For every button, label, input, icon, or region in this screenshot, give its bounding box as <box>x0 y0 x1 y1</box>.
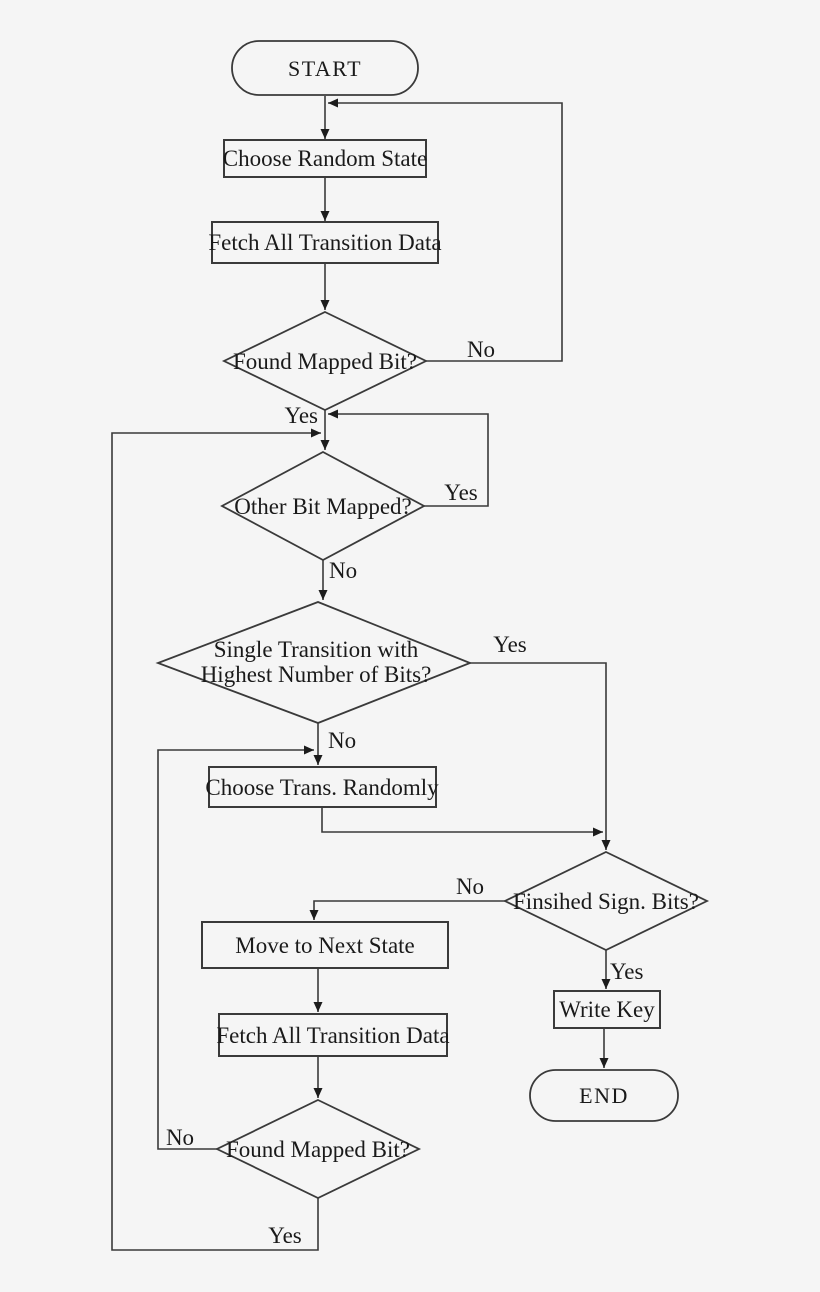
edge-found-mapped-bit-1-no-loop <box>328 98 563 362</box>
node-write-key <box>553 990 661 1029</box>
node-other-bit-mapped-decision <box>220 450 426 562</box>
node-fetch-all-transition-data-1-label: Fetch All Transition Data <box>208 230 441 255</box>
edge-single-transition-yes <box>470 662 611 850</box>
node-other-bit-mapped-label: Other Bit Mapped? <box>234 494 412 519</box>
edge-label-found-mapped-bit-2-yes: Yes <box>268 1223 302 1248</box>
node-finsihed-sign-bits-label: Finsihed Sign. Bits? <box>513 889 699 914</box>
edge-other-bit-mapped-yes-loop <box>328 409 489 507</box>
node-write-key-label: Write Key <box>559 997 655 1022</box>
node-start-terminator <box>231 40 419 96</box>
edge-label-layer: No Yes Yes No Yes No No Yes No Yes <box>166 337 644 1248</box>
node-end-terminator <box>529 1069 679 1122</box>
node-found-mapped-bit-2-label: Found Mapped Bit? <box>226 1137 410 1162</box>
node-single-transition-label-line1: Single Transition with <box>214 637 419 662</box>
edge-label-other-bit-mapped-no: No <box>329 558 357 583</box>
node-layer <box>155 40 710 1200</box>
node-found-mapped-bit-2-decision <box>214 1098 422 1200</box>
edge-label-found-mapped-bit-1-no: No <box>467 337 495 362</box>
edge-found-mapped-bit-2-no-loop <box>157 745 314 1150</box>
edge-label-found-mapped-bit-2-no: No <box>166 1125 194 1150</box>
node-end-label: END <box>579 1083 629 1108</box>
edge-label-single-transition-yes: Yes <box>493 632 527 657</box>
node-choose-random-state <box>223 139 427 178</box>
node-fetch-all-transition-data-2-label: Fetch All Transition Data <box>216 1023 449 1048</box>
node-choose-trans-randomly-label: Choose Trans. Randomly <box>205 775 439 800</box>
node-fetch-all-transition-data-2 <box>218 1013 448 1057</box>
edge-label-finsihed-sign-bits-no: No <box>456 874 484 899</box>
edge-label-single-transition-no: No <box>328 728 356 753</box>
edge-finsihed-sign-bits-no <box>309 900 505 920</box>
edge-label-finsihed-sign-bits-yes: Yes <box>610 959 644 984</box>
node-single-transition-label-line2: Highest Number of Bits? <box>201 662 432 687</box>
edge-label-found-mapped-bit-1-yes: Yes <box>285 403 319 428</box>
node-found-mapped-bit-1-label: Found Mapped Bit? <box>233 349 417 374</box>
edge-label-other-bit-mapped-yes: Yes <box>444 480 478 505</box>
node-finsihed-sign-bits-decision <box>502 850 710 952</box>
node-choose-trans-randomly <box>208 766 437 808</box>
node-choose-random-state-label: Choose Random State <box>223 146 427 171</box>
node-label-layer: START Choose Random State Fetch All Tran… <box>201 56 699 1162</box>
node-move-to-next-state <box>201 921 449 969</box>
node-start-label: START <box>288 56 362 81</box>
node-fetch-all-transition-data-1 <box>211 221 439 264</box>
node-move-to-next-state-label: Move to Next State <box>235 933 415 958</box>
edge-found-mapped-bit-2-yes-loop <box>111 428 321 1251</box>
edge-layer <box>111 96 611 1251</box>
node-single-transition-decision <box>155 601 473 724</box>
node-found-mapped-bit-1-decision <box>221 310 429 412</box>
edge-choose-trans-randomly-out <box>321 807 603 837</box>
